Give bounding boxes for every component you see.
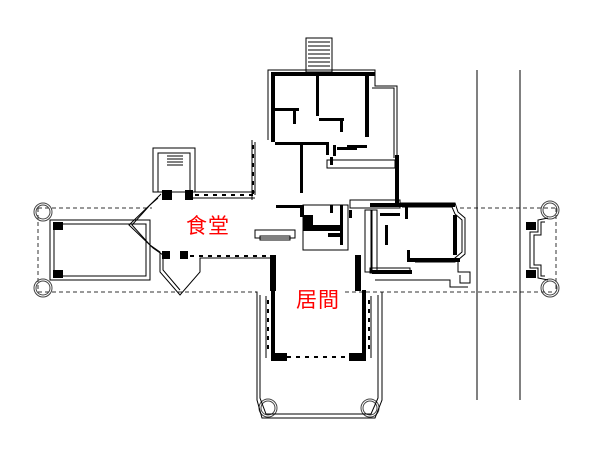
dining-room-walls bbox=[128, 191, 275, 296]
window-dashes bbox=[190, 72, 455, 358]
room-label-dining: 食堂 bbox=[186, 214, 230, 238]
terrace-dashed-outline bbox=[37, 207, 557, 293]
living-room-outline bbox=[255, 291, 383, 419]
pier-circles bbox=[33, 200, 560, 418]
top-stair bbox=[305, 37, 333, 73]
room-label-living: 居間 bbox=[296, 288, 340, 312]
left-terrace bbox=[49, 219, 151, 281]
left-stair bbox=[152, 147, 196, 193]
right-terrace bbox=[529, 217, 549, 281]
